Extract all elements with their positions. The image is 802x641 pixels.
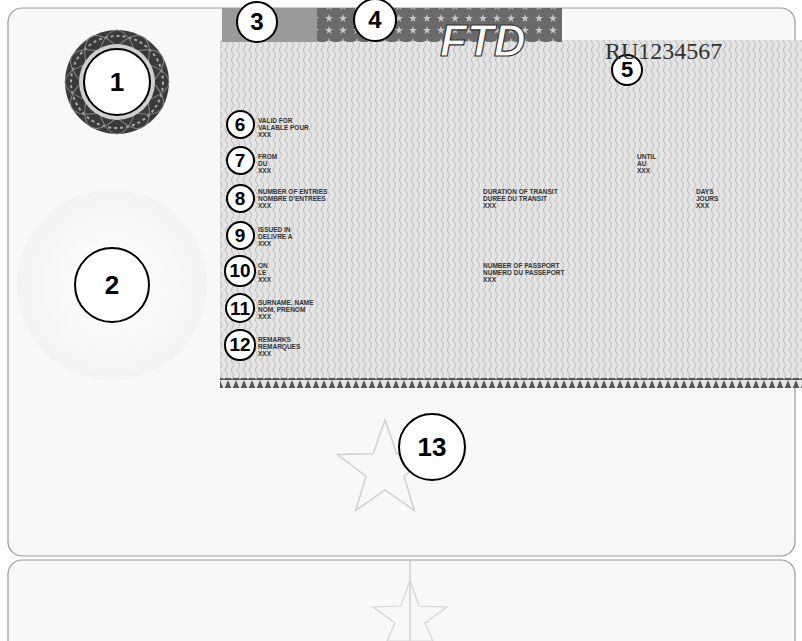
photo-zone (17, 190, 207, 380)
field-text: NUMBER OF ENTRIES (258, 188, 327, 195)
field-text: XXX (483, 202, 496, 209)
field-text: REMARQUES (258, 343, 300, 350)
callout-circle: 6 (226, 110, 255, 139)
callout-circle: 8 (226, 184, 255, 213)
callout-number: 10 (229, 261, 250, 280)
serial-number: RU1234567 (605, 38, 722, 65)
callout-number: 2 (105, 272, 119, 298)
rosette (61, 26, 173, 138)
field-text: DUREE DU TRANSIT (483, 195, 547, 202)
field-text: XXX (258, 313, 271, 320)
star-watermark (373, 580, 447, 641)
field-text: DURATION OF TRANSIT (483, 188, 558, 195)
strip-divider (410, 560, 411, 641)
callout-circle: 9 (226, 221, 255, 250)
document-code: FTD (440, 16, 526, 66)
field-text: XXX (483, 276, 496, 283)
field-text: ISSUED IN (258, 226, 291, 233)
field-text: DELIVRE A (258, 233, 292, 240)
callout-number: 12 (229, 335, 250, 354)
guilloche-area (220, 40, 802, 380)
field-text: NOM, PRENOM (258, 306, 305, 313)
field-text: NUMBER OF PASSPORT (483, 262, 559, 269)
field-text: NOMBRE D'ENTREES (258, 195, 326, 202)
card-strip (8, 560, 795, 641)
callout-circle: 4 (353, 0, 397, 42)
callout-number: 3 (250, 10, 263, 34)
callout-circle: 1 (83, 48, 151, 116)
callout-number: 13 (418, 434, 447, 460)
field-text: SURNAME, NAME (258, 299, 314, 306)
callout-circle: 7 (226, 146, 255, 175)
field-text: NUMERO DU PASSEPORT (483, 269, 565, 276)
callout-number: 6 (235, 115, 246, 134)
callout-circle: 3 (236, 1, 278, 43)
callout-circle: 13 (398, 413, 466, 481)
field-text: DAYS (696, 188, 713, 195)
field-text: XXX (696, 202, 709, 209)
field-text: JOURS (696, 195, 718, 202)
field-text: XXX (258, 131, 271, 138)
field-text: XXX (258, 167, 271, 174)
callout-number: 9 (235, 226, 246, 245)
field-text: REMARKS (258, 336, 291, 343)
callout-circle: 2 (74, 247, 150, 323)
field-text: XXX (258, 240, 271, 247)
field-text: LE (258, 269, 266, 276)
callout-circle: 11 (225, 293, 255, 323)
field-text: AU (637, 160, 646, 167)
callout-circle: 12 (224, 329, 255, 360)
field-text: XXX (258, 276, 271, 283)
callout-number: 11 (230, 299, 250, 318)
callout-circle: 10 (224, 255, 255, 286)
guilloche-edge (220, 378, 802, 388)
callout-number: 1 (110, 69, 124, 95)
field-text: DU (258, 160, 267, 167)
field-text: FROM (258, 153, 277, 160)
field-text: VALID FOR (258, 117, 293, 124)
field-text: VALABLE POUR (258, 124, 309, 131)
field-text: UNTIL (637, 153, 656, 160)
field-text: XXX (258, 202, 271, 209)
field-text: ON (258, 262, 268, 269)
field-text: XXX (258, 350, 271, 357)
callout-number: 8 (235, 189, 246, 208)
callout-number: 4 (368, 8, 381, 32)
field-text: XXX (637, 167, 650, 174)
callout-number: 7 (235, 151, 246, 170)
